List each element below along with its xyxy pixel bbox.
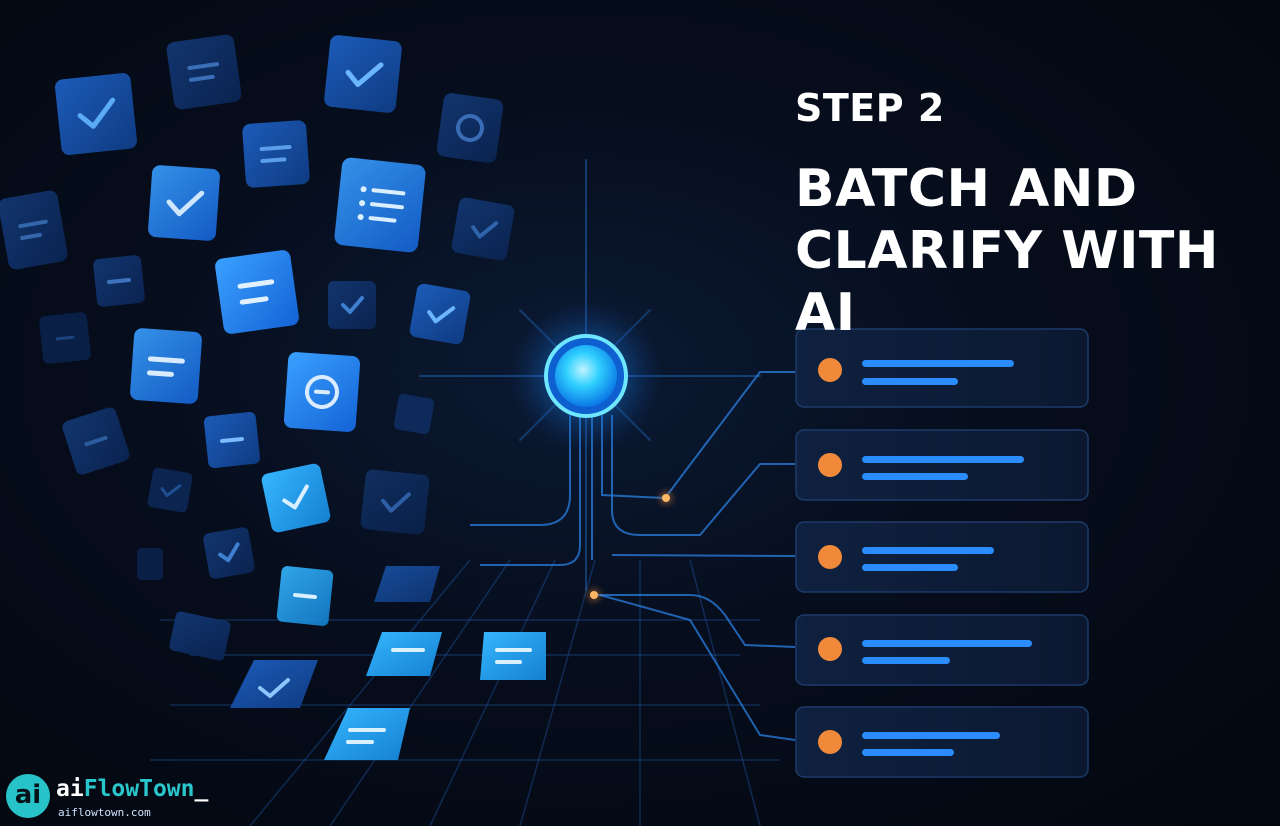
brand-name-suffix: _	[194, 776, 209, 802]
brand-logo: ai aiFlowTown_ aiflowtown.com	[6, 772, 246, 822]
brand-name-highlight: FlowTown	[83, 776, 195, 802]
orange-dot-icon	[818, 545, 842, 569]
connection-lines	[470, 371, 796, 741]
task-cards	[0, 34, 546, 760]
brand-icon: ai	[6, 774, 50, 818]
orange-dot-icon	[818, 358, 842, 382]
spark-dots	[587, 491, 673, 602]
list-item	[795, 614, 1089, 686]
step-label: STEP 2	[795, 86, 945, 130]
list-item	[795, 328, 1089, 408]
title-line-1: BATCH AND	[795, 159, 1138, 219]
list-item	[795, 429, 1089, 501]
brand-domain: aiflowtown.com	[58, 806, 151, 819]
brand-name: aiFlowTown_	[56, 776, 208, 802]
orange-dot-icon	[818, 730, 842, 754]
orange-dot-icon	[818, 637, 842, 661]
list-item	[795, 521, 1089, 593]
list-item	[795, 706, 1089, 778]
floor-cards	[230, 566, 546, 760]
ai-orb	[508, 298, 664, 454]
brand-name-prefix: ai	[56, 776, 84, 802]
orange-dot-icon	[818, 453, 842, 477]
page-title: BATCH AND CLARIFY WITH AI	[795, 158, 1280, 344]
title-line-2: CLARIFY WITH AI	[795, 221, 1219, 343]
clarified-list	[795, 328, 1089, 778]
